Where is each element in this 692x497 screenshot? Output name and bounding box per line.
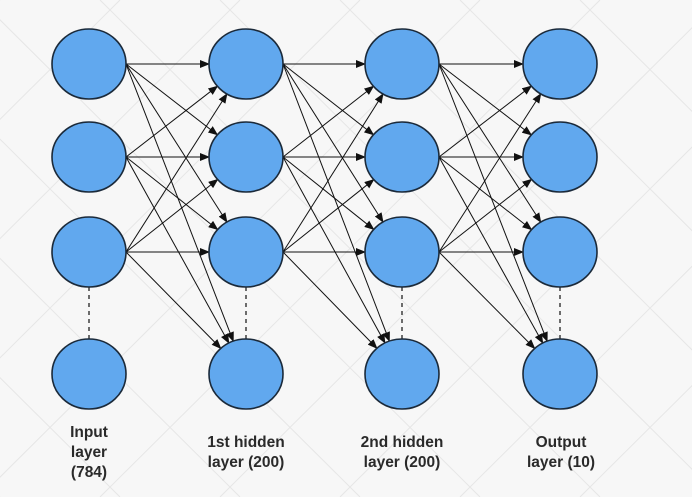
connection-arrow (282, 251, 378, 349)
label-line: Output (535, 434, 587, 451)
connection-arrow (125, 156, 219, 231)
connection-arrow (125, 93, 228, 253)
neuron-node (208, 338, 284, 410)
connection-arrow (438, 93, 542, 253)
neuron-node (208, 121, 284, 193)
neuron-node (208, 216, 284, 288)
connection-arrow (125, 63, 219, 136)
neuron-node (51, 338, 127, 410)
connection-arrow (282, 93, 384, 253)
neuron-node (364, 338, 440, 410)
connection-arrow (282, 156, 375, 231)
neuron-node (51, 121, 127, 193)
connection-arrow (125, 251, 222, 350)
connection-arrow (438, 156, 544, 344)
grid-line (219, 27, 692, 497)
connection-arrow (438, 85, 533, 158)
connection-arrow (438, 63, 548, 343)
grid-line (99, 0, 601, 497)
connection-arrow (438, 63, 533, 136)
neuron-node (208, 28, 284, 100)
grid-line (0, 377, 121, 497)
grid-line (219, 0, 692, 470)
connection-arrow (282, 156, 386, 344)
grid-line (459, 265, 692, 497)
label-line: layer (200) (207, 454, 285, 471)
grid-line (0, 0, 121, 120)
label-input-layer: Input layer (784) (24, 423, 154, 483)
connection-arrow (282, 63, 390, 343)
neuron-node (522, 216, 598, 288)
grid-line (579, 0, 692, 113)
grid-line (0, 0, 241, 240)
connection-arrow (125, 85, 219, 158)
neuron-node (51, 28, 127, 100)
connection-arrow (438, 178, 533, 253)
connection-arrow (125, 178, 219, 253)
connection-arrow (282, 63, 384, 223)
label-hidden-layer-2: 2nd hidden layer (200) (337, 433, 467, 473)
label-line: layer (70, 444, 108, 461)
label-output-layer: Output layer (10) (496, 433, 626, 473)
neuron-node (522, 338, 598, 410)
connection-arrow (438, 156, 533, 231)
label-line: (784) (70, 464, 108, 481)
neuron-node (364, 216, 440, 288)
connection-arrow (282, 85, 375, 158)
neurons (51, 28, 598, 410)
grid-line (579, 384, 692, 497)
connection-arrow (282, 63, 375, 136)
grid-line (0, 257, 241, 497)
neuron-node (522, 28, 598, 100)
label-line: layer (200) (363, 454, 441, 471)
label-hidden-layer-1: 1st hidden layer (200) (181, 433, 311, 473)
connection-arrow (438, 251, 536, 350)
neuron-node (51, 216, 127, 288)
label-line: layer (10) (526, 454, 596, 471)
label-line: 1st hidden (207, 434, 285, 451)
connection-arrow (125, 156, 230, 344)
connections (125, 60, 548, 350)
connection-arrow (125, 63, 228, 223)
connection-arrow (438, 63, 542, 223)
neuron-node (364, 121, 440, 193)
ellipsis-connectors (88, 287, 561, 339)
label-line: 2nd hidden (360, 434, 444, 451)
neuron-node (364, 28, 440, 100)
label-line: Input (70, 424, 108, 441)
neuron-node (522, 121, 598, 193)
connection-arrow (125, 63, 234, 343)
connection-arrow (282, 178, 375, 253)
